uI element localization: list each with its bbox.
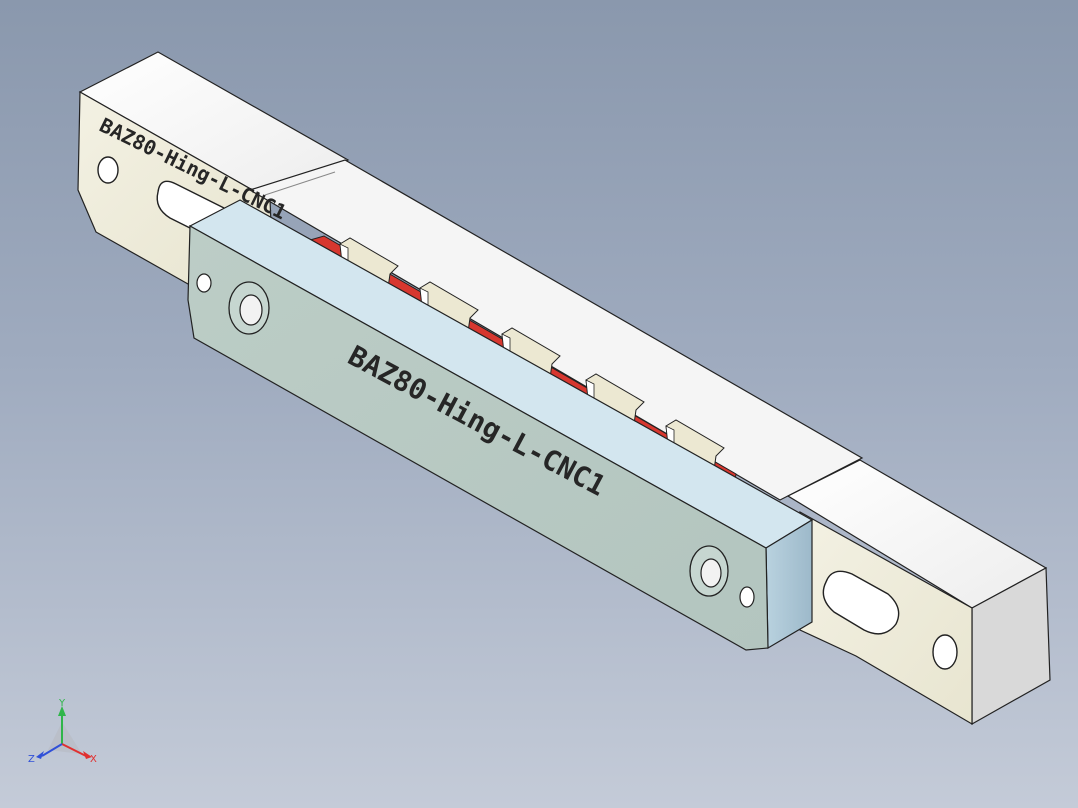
axis-z-line xyxy=(41,743,63,757)
axis-y-arrow xyxy=(58,706,66,716)
step-edge xyxy=(264,171,336,196)
axis-z-label: Z xyxy=(28,754,35,765)
axis-x-line xyxy=(61,743,87,757)
triad-cone-base xyxy=(48,722,82,754)
counterbore-left-inner xyxy=(239,294,263,326)
axis-x-arrow xyxy=(83,751,92,759)
view-orientation-triad[interactable]: Y X Z xyxy=(28,698,97,765)
slot-right[interactable] xyxy=(822,570,900,635)
back-body[interactable]: BAZ80-Hing-L-CNC1 xyxy=(77,51,1051,726)
front-plate-face xyxy=(187,224,769,651)
counterbore-right-inner xyxy=(700,558,722,588)
axis-x-label: X xyxy=(90,754,97,765)
axis-y-label: Y xyxy=(58,698,66,709)
plate-hole-small-right[interactable] xyxy=(739,586,755,608)
plate-hole-small-left[interactable] xyxy=(196,273,212,293)
mount-hole-right[interactable] xyxy=(932,634,958,670)
axis-z-arrow xyxy=(36,751,44,759)
mount-hole-left[interactable] xyxy=(97,156,119,184)
